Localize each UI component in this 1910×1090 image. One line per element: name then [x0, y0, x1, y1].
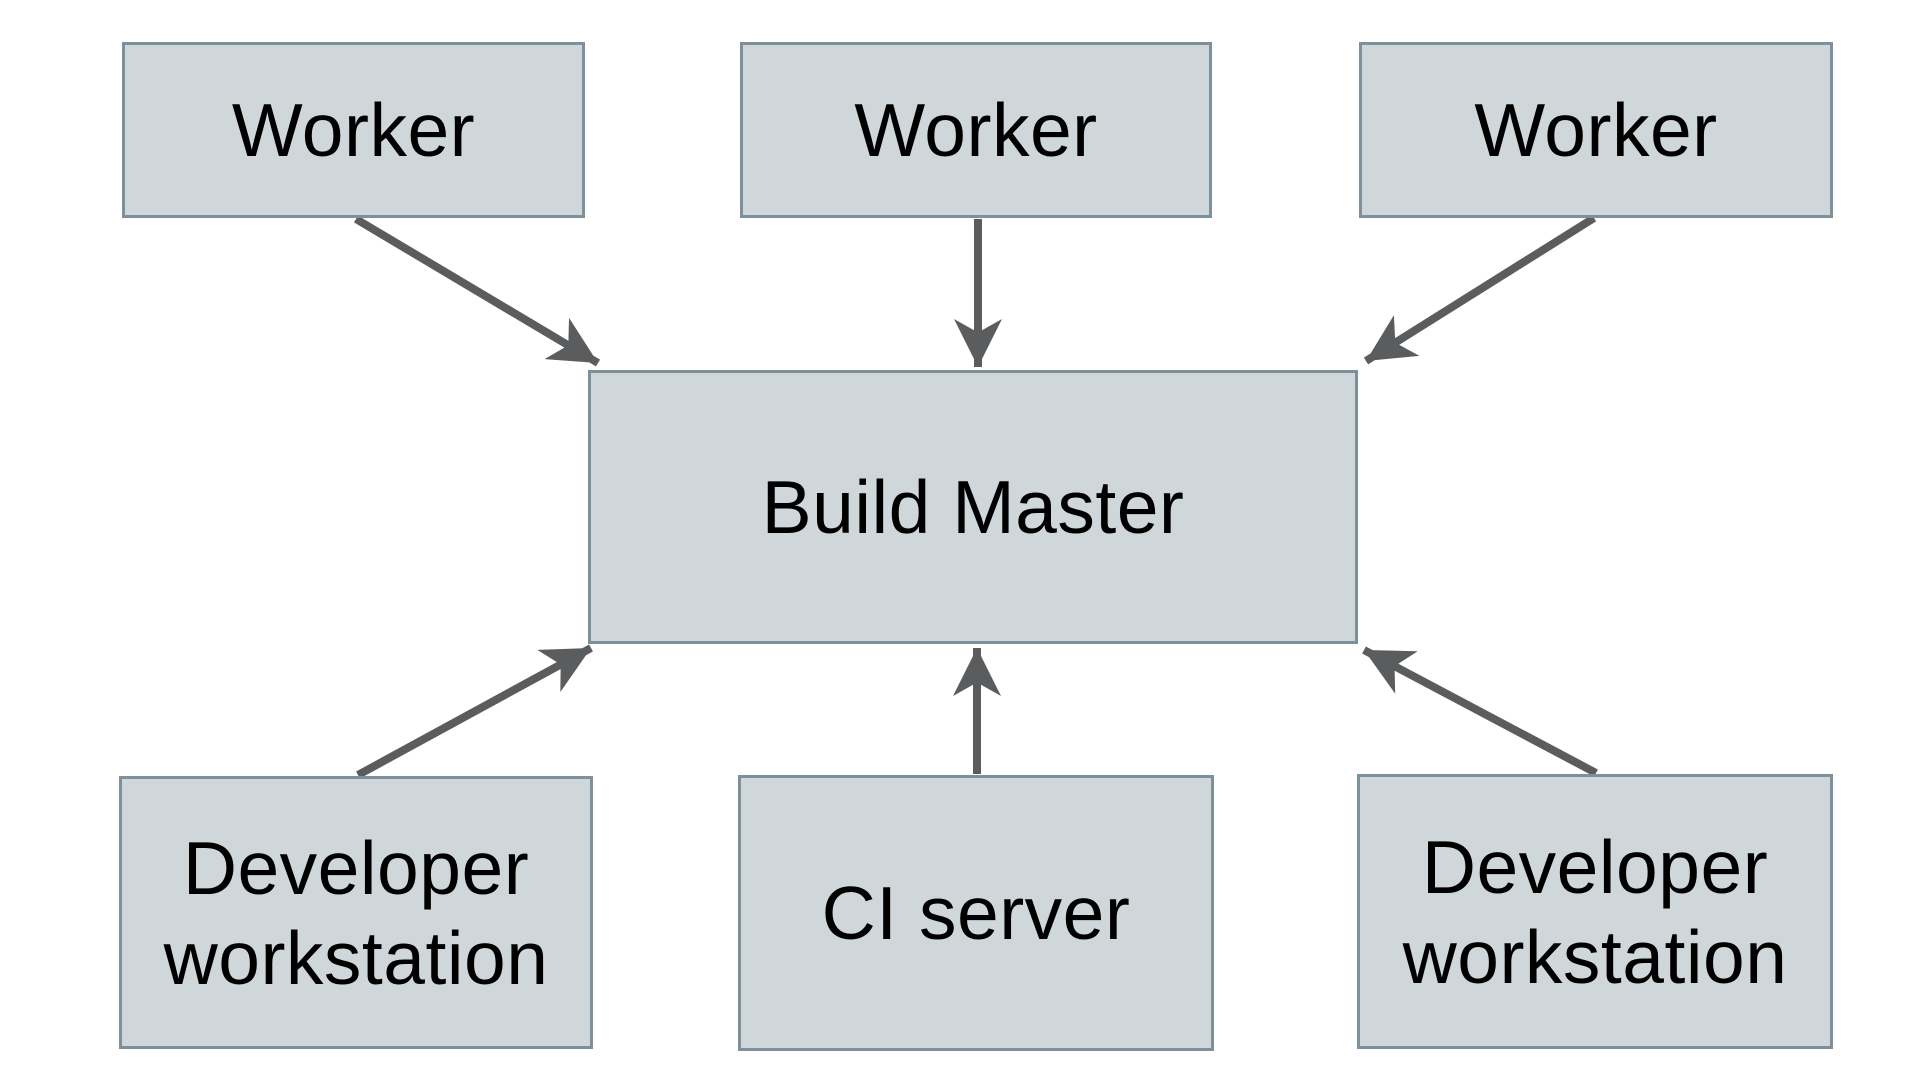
- node-worker-2: Worker: [740, 42, 1212, 218]
- arrow-worker-3-to-build-master: [1363, 214, 1597, 365]
- arrow-developer-workstation-2-to-build-master: [1362, 646, 1598, 777]
- node-build-master: Build Master: [588, 370, 1358, 644]
- node-developer-workstation-2-label: Developer workstation: [1402, 824, 1788, 999]
- node-developer-workstation-2: Developer workstation: [1357, 774, 1833, 1049]
- arrow-developer-workstation-1-to-build-master: [356, 644, 593, 779]
- node-worker-3: Worker: [1359, 42, 1833, 218]
- node-worker-1-label: Worker: [231, 88, 476, 172]
- arrow-worker-1-to-build-master: [353, 215, 601, 367]
- node-ci-server: CI server: [738, 775, 1214, 1051]
- node-developer-workstation-1-label: Developer workstation: [163, 825, 549, 1000]
- node-worker-2-label: Worker: [854, 88, 1098, 172]
- node-ci-server-label: CI server: [821, 871, 1131, 955]
- node-worker-1: Worker: [122, 42, 585, 218]
- node-developer-workstation-1: Developer workstation: [119, 776, 593, 1049]
- node-worker-3-label: Worker: [1474, 88, 1718, 172]
- node-build-master-label: Build Master: [761, 465, 1185, 549]
